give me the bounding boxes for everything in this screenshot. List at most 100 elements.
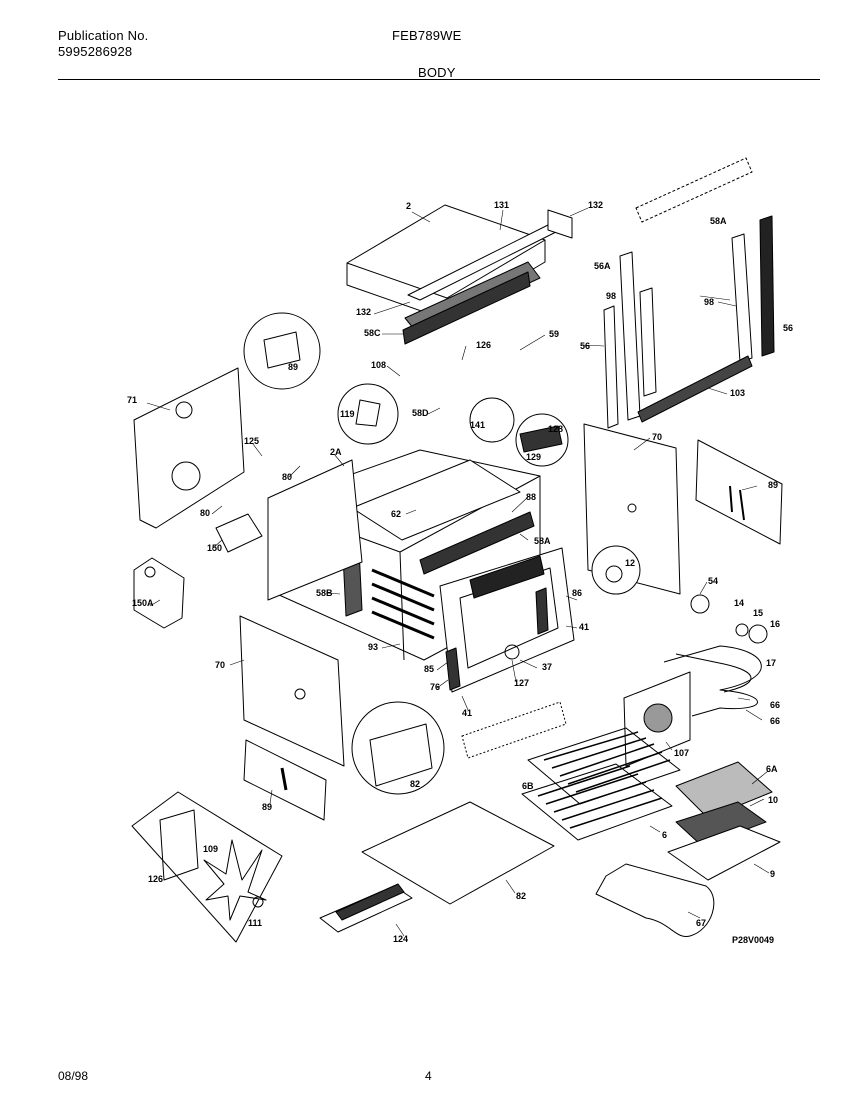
- callout-6: 6: [662, 830, 667, 840]
- callout-124: 124: [393, 934, 408, 944]
- control-board-right: [695, 439, 783, 545]
- callout-58d: 58D: [412, 408, 429, 418]
- callout-82: 82: [516, 891, 526, 901]
- callout-labels: 2 131 132 132 58C 59 126 108 58D 119 141…: [127, 200, 793, 945]
- callout-131: 131: [494, 200, 509, 210]
- broiler-grid: [675, 761, 773, 819]
- broiler-pan: [667, 825, 781, 881]
- callout-128: 128: [548, 424, 563, 434]
- convection-element: [663, 645, 762, 717]
- callout-80: 80: [282, 472, 292, 482]
- callout-150a: 150A: [132, 598, 154, 608]
- callout-88: 88: [526, 492, 536, 502]
- bottom-panel: [361, 801, 555, 905]
- callout-9: 9: [770, 869, 775, 879]
- footer-date: 08/98: [58, 1069, 89, 1083]
- callout-108: 108: [371, 360, 386, 370]
- callout-70: 70: [652, 432, 662, 442]
- callout-70: 70: [215, 660, 225, 670]
- callout-89: 89: [288, 362, 298, 372]
- callout-66: 66: [770, 700, 780, 710]
- callout-56: 56: [580, 341, 590, 351]
- callout-126: 126: [476, 340, 491, 350]
- section-title: BODY: [418, 65, 456, 80]
- front-frame: [439, 547, 575, 693]
- callout-41: 41: [579, 622, 589, 632]
- convection-fan-cover: [623, 671, 691, 767]
- callout-2: 2: [406, 201, 411, 211]
- callout-58c: 58C: [364, 328, 381, 338]
- callout-109: 109: [203, 844, 218, 854]
- top-cover-panel: [346, 204, 573, 345]
- callout-150: 150: [207, 543, 222, 553]
- detail-circle-128: [515, 413, 569, 467]
- broiler-insert: [675, 801, 767, 847]
- callout-85: 85: [424, 664, 434, 674]
- callout-62: 62: [391, 509, 401, 519]
- callout-126: 126: [148, 874, 163, 884]
- bracket-150a: [133, 557, 185, 629]
- callout-86: 86: [572, 588, 582, 598]
- callout-89: 89: [768, 480, 778, 490]
- bottom-tray: [461, 701, 567, 759]
- callout-2a: 2A: [330, 447, 342, 457]
- callout-58b: 58B: [316, 588, 333, 598]
- storage-drawer: [319, 883, 413, 933]
- callout-17: 17: [766, 658, 776, 668]
- leader-lines: [146, 207, 770, 937]
- callout-67: 67: [696, 918, 706, 928]
- bracket-150: [215, 513, 263, 553]
- callout-66: 66: [770, 716, 780, 726]
- publication-label: Publication No.: [58, 28, 149, 43]
- callout-111: 111: [248, 918, 262, 928]
- callout-41: 41: [462, 708, 472, 718]
- callout-127: 127: [514, 678, 529, 688]
- diagram-code: P28V0049: [732, 935, 774, 945]
- detail-circle-141: [469, 397, 515, 443]
- callout-10: 10: [768, 795, 778, 805]
- callout-14: 14: [734, 598, 744, 608]
- callout-103: 103: [730, 388, 745, 398]
- callout-119: 119: [340, 409, 355, 419]
- callout-125: 125: [244, 436, 259, 446]
- model-number: FEB789WE: [392, 28, 462, 43]
- detail-circle-62: [351, 701, 445, 795]
- side-trim-strips: [603, 215, 775, 429]
- callout-141: 141: [470, 420, 485, 430]
- detail-circle-12: [591, 545, 641, 595]
- callout-6a: 6A: [766, 764, 778, 774]
- convection-fan-inset: [131, 791, 283, 943]
- callout-89: 89: [262, 802, 272, 812]
- callout-132: 132: [356, 307, 371, 317]
- bake-element: [595, 863, 715, 938]
- control-board-bottom: [243, 739, 327, 821]
- callout-6b: 6B: [522, 781, 534, 791]
- callout-76: 76: [430, 682, 440, 692]
- side-wrapper-panel: [267, 459, 363, 601]
- callout-37: 37: [542, 662, 552, 672]
- callout-56: 56: [783, 323, 793, 333]
- callout-98: 98: [606, 291, 616, 301]
- callout-12: 12: [625, 558, 635, 568]
- publication-number: 5995286928: [58, 44, 133, 59]
- callout-58a: 58A: [534, 536, 551, 546]
- callout-93: 93: [368, 642, 378, 652]
- callout-82: 82: [410, 779, 420, 789]
- callout-16: 16: [770, 619, 780, 629]
- callout-98: 98: [704, 297, 714, 307]
- left-side-panel: [133, 367, 245, 529]
- top-trim-bar: [635, 157, 753, 223]
- page-number: 4: [425, 1069, 432, 1083]
- callout-15: 15: [753, 608, 763, 618]
- callout-132: 132: [588, 200, 603, 210]
- oven-rack-lower: [521, 763, 673, 841]
- callout-56a: 56A: [594, 261, 611, 271]
- callout-80: 80: [200, 508, 210, 518]
- rear-panel-left: [239, 615, 345, 767]
- callout-107: 107: [674, 748, 689, 758]
- oven-rack-upper: [527, 727, 681, 805]
- fan-motor-parts: [690, 594, 768, 644]
- callout-54: 54: [708, 576, 718, 586]
- detail-circle-119: [337, 383, 399, 445]
